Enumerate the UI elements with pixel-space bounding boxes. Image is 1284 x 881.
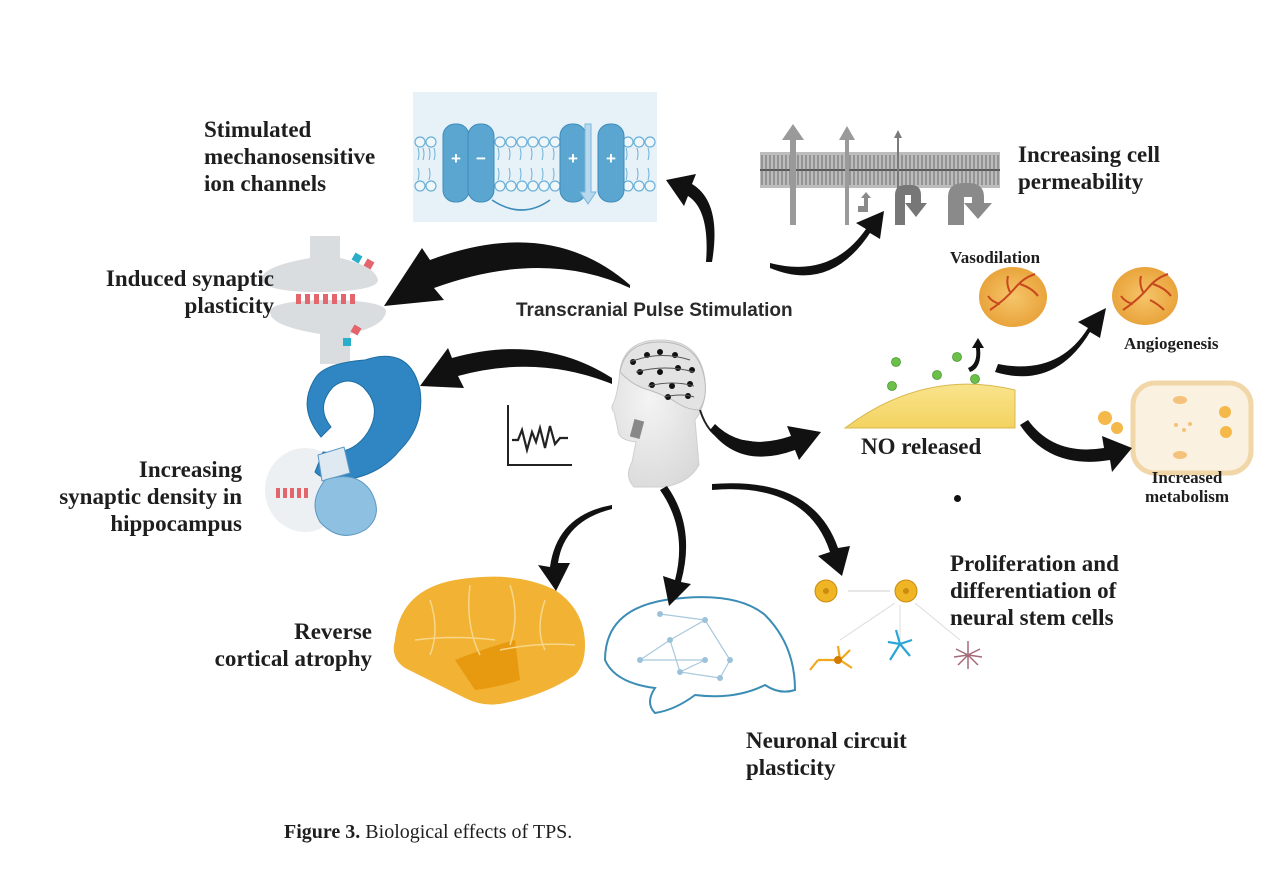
vasodilation-vessel-image [979,267,1047,327]
ion-channel-membrane-illustration [413,92,657,222]
metabolism-cell-illustration [1098,380,1254,476]
label-line: plasticity [184,293,274,319]
label-neural-stem-cells: Proliferation and differentiation of neu… [950,550,1119,631]
cortex-brain-illustration [393,576,585,705]
hippocampus-illustration [265,355,422,536]
label-line: neural stem cells [950,605,1114,631]
label-cell-permeability: Increasing cell permeability [1018,141,1160,195]
label-line: ion channels [204,171,327,197]
neural-stem-cells-illustration [809,579,983,671]
bullet-dot [954,495,961,502]
label-line: plasticity [746,755,836,781]
figure-caption: Figure 3. Biological effects of TPS. [284,821,572,844]
label-line: Increased [1151,468,1223,487]
label-ion-channels: Stimulated mechanosensitive ion channels [204,116,375,197]
center-title: Transcranial Pulse Stimulation [516,300,793,321]
charge-plus-3: + [606,149,616,168]
label-cortical-atrophy: Reverse cortical atrophy [215,618,372,672]
caption-text: Biological effects of TPS. [365,821,573,843]
pulse-waveform-icon [507,405,572,466]
label-line: differentiation of [950,578,1117,604]
label-line: Stimulated [204,117,312,142]
arrow-to-metabolism [1020,420,1132,472]
label-line: Increasing cell [1018,142,1161,167]
arrow-to-neuronal-circuit [660,486,691,606]
arrow-to-synaptic-plasticity [384,242,630,306]
neuronal-circuit-brain-illustration [603,596,797,715]
arrows [384,174,1132,606]
arrow-to-cell-permeability [770,211,884,276]
arrow-to-neural-stem-cells [712,483,850,576]
label-line: Induced synaptic [105,266,274,291]
label-metabolism: Increased metabolism [1145,468,1229,506]
label-hippocampus: Increasing synaptic density in hippocamp… [59,456,242,537]
label-line: mechanosensitive [204,144,376,170]
synapse-illustration [261,236,387,364]
label-angiogenesis: Angiogenesis [1124,334,1219,353]
arrow-to-ion-channels [666,174,715,262]
label-line: Increasing [138,457,242,482]
charge-plus-1: + [451,149,461,168]
label-neuronal-circuit: Neuronal circuit plasticity [746,727,907,781]
label-line: permeability [1018,169,1144,195]
label-vasodilation: Vasodilation [950,248,1041,267]
charge-minus: − [476,149,486,168]
arrow-to-no-released [710,424,821,460]
label-line: cortical atrophy [214,646,372,672]
charge-plus-2: + [568,149,578,168]
label-line: Neuronal circuit [746,728,907,753]
angiogenesis-vessel-image [1112,267,1178,325]
label-synaptic-plasticity: Induced synaptic plasticity [106,265,274,319]
label-line: hippocampus [110,511,242,537]
label-line: Proliferation and [950,551,1119,576]
caption-label: Figure 3. [284,821,361,843]
arrow-to-angiogenesis [995,308,1106,377]
label-no-released: NO released [861,434,982,459]
label-line: metabolism [1145,487,1230,507]
arrow-to-vasodilation [968,338,984,372]
label-line: synaptic density in [59,484,242,510]
no-release-illustration [843,352,1016,429]
cell-permeability-illustration [760,124,1000,225]
arrow-to-hippocampus [420,348,612,388]
label-line: Reverse [294,619,372,644]
head-with-stimulation-cap-illustration [611,339,766,488]
arrow-to-cortex [538,505,612,591]
